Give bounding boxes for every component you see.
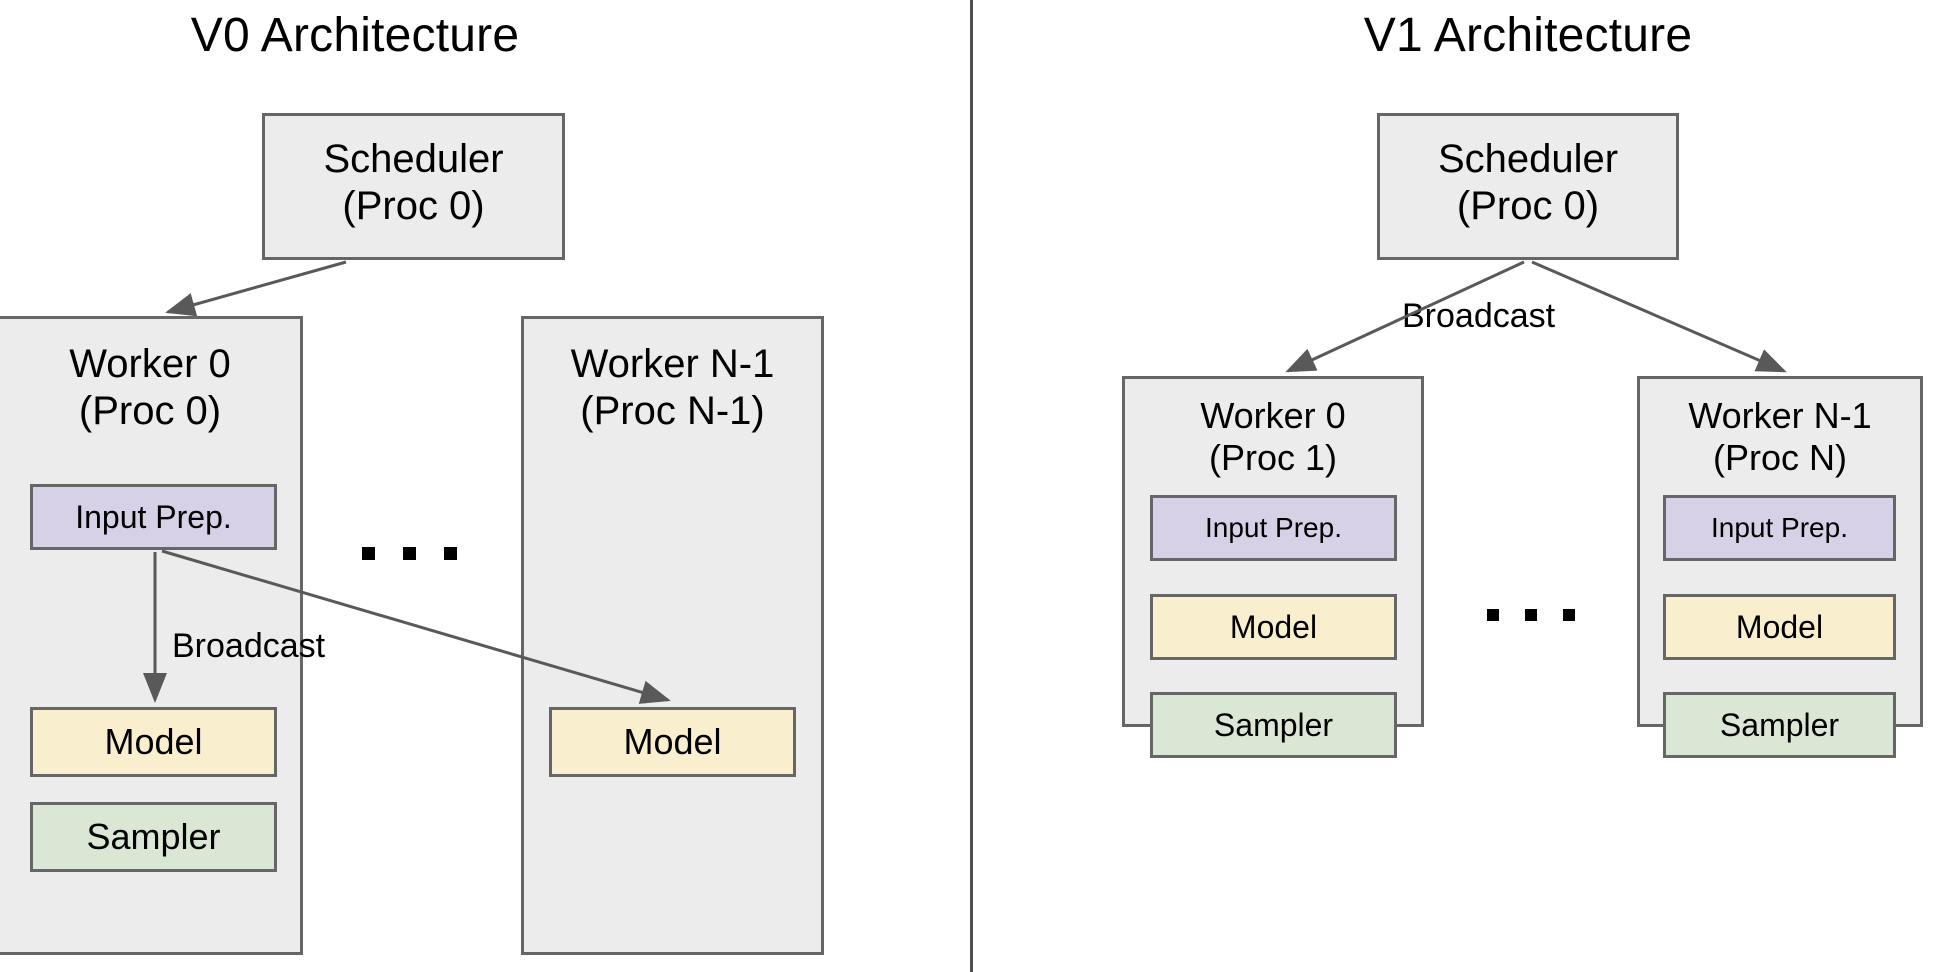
v1-scheduler-line1: Scheduler <box>1437 137 1619 181</box>
v1-broadcast-label: Broadcast <box>1402 297 1556 335</box>
v0-worker-0-sampler-box[interactable]: Sampler <box>30 802 277 872</box>
v1-worker-n-model-box[interactable]: Model <box>1663 594 1896 660</box>
v1-ellipsis-dot-1 <box>1487 609 1499 621</box>
v1-worker-n-sampler-box[interactable]: Sampler <box>1663 692 1896 758</box>
v1-worker-0-sampler-box[interactable]: Sampler <box>1150 692 1397 758</box>
v0-worker-n-model-label: Model <box>623 721 722 762</box>
v0-scheduler-line1: Scheduler <box>323 137 504 181</box>
v0-arrow-scheduler-to-worker0 <box>165 260 347 317</box>
v0-worker-n-group[interactable]: Worker N-1 (Proc N-1) <box>521 316 824 955</box>
v0-broadcast-label: Broadcast <box>172 627 326 665</box>
v1-ellipsis-dot-3 <box>1563 609 1575 621</box>
v0-worker-0-line2: (Proc 0) <box>78 389 222 434</box>
v0-ellipsis-dot-1 <box>362 547 375 560</box>
v1-worker-0-input-prep-label: Input Prep. <box>1205 512 1342 543</box>
v0-worker-0-input-prep-box[interactable]: Input Prep. <box>30 484 277 550</box>
v1-worker-0-line1: Worker 0 <box>1200 395 1346 436</box>
v1-worker-0-input-prep-box[interactable]: Input Prep. <box>1150 495 1397 561</box>
v1-ellipsis-dot-2 <box>1525 609 1537 621</box>
v0-ellipsis <box>362 547 457 560</box>
v0-worker-0-model-box[interactable]: Model <box>30 707 277 777</box>
v1-arrow-scheduler-to-worker-n <box>1531 260 1787 373</box>
v0-ellipsis-dot-3 <box>444 547 457 560</box>
v0-worker-0-sampler-label: Sampler <box>86 816 221 857</box>
v0-worker-0-line1: Worker 0 <box>69 342 231 386</box>
v0-worker-0-input-prep-label: Input Prep. <box>75 499 232 535</box>
v1-scheduler-line2: (Proc 0) <box>1456 184 1600 229</box>
panel-divider <box>970 0 973 972</box>
v1-worker-0-model-label: Model <box>1229 609 1318 645</box>
v0-worker-n-model-box[interactable]: Model <box>549 707 796 777</box>
v0-scheduler-line2: (Proc 0) <box>342 184 485 229</box>
v1-ellipsis <box>1487 609 1575 621</box>
v0-worker-n-line2: (Proc N-1) <box>580 389 765 434</box>
v1-worker-n-input-prep-box[interactable]: Input Prep. <box>1663 495 1896 561</box>
v0-scheduler-box[interactable]: Scheduler (Proc 0) <box>262 113 565 260</box>
v1-worker-n-input-prep-label: Input Prep. <box>1711 512 1848 543</box>
v1-panel-title: V1 Architecture <box>1363 9 1693 62</box>
v1-worker-0-model-box[interactable]: Model <box>1150 594 1397 660</box>
v0-panel-title: V0 Architecture <box>190 9 520 62</box>
v0-worker-n-line1: Worker N-1 <box>570 342 775 386</box>
v1-worker-n-line2: (Proc N) <box>1713 437 1847 479</box>
v1-worker-n-model-label: Model <box>1735 609 1824 645</box>
v0-ellipsis-dot-2 <box>403 547 416 560</box>
v1-worker-n-sampler-label: Sampler <box>1719 707 1840 743</box>
v0-worker-0-model-label: Model <box>104 721 203 762</box>
v1-worker-0-line2: (Proc 1) <box>1208 437 1338 479</box>
v1-worker-n-line1: Worker N-1 <box>1688 395 1872 436</box>
v1-worker-0-sampler-label: Sampler <box>1213 707 1334 743</box>
v1-scheduler-box[interactable]: Scheduler (Proc 0) <box>1377 113 1679 260</box>
